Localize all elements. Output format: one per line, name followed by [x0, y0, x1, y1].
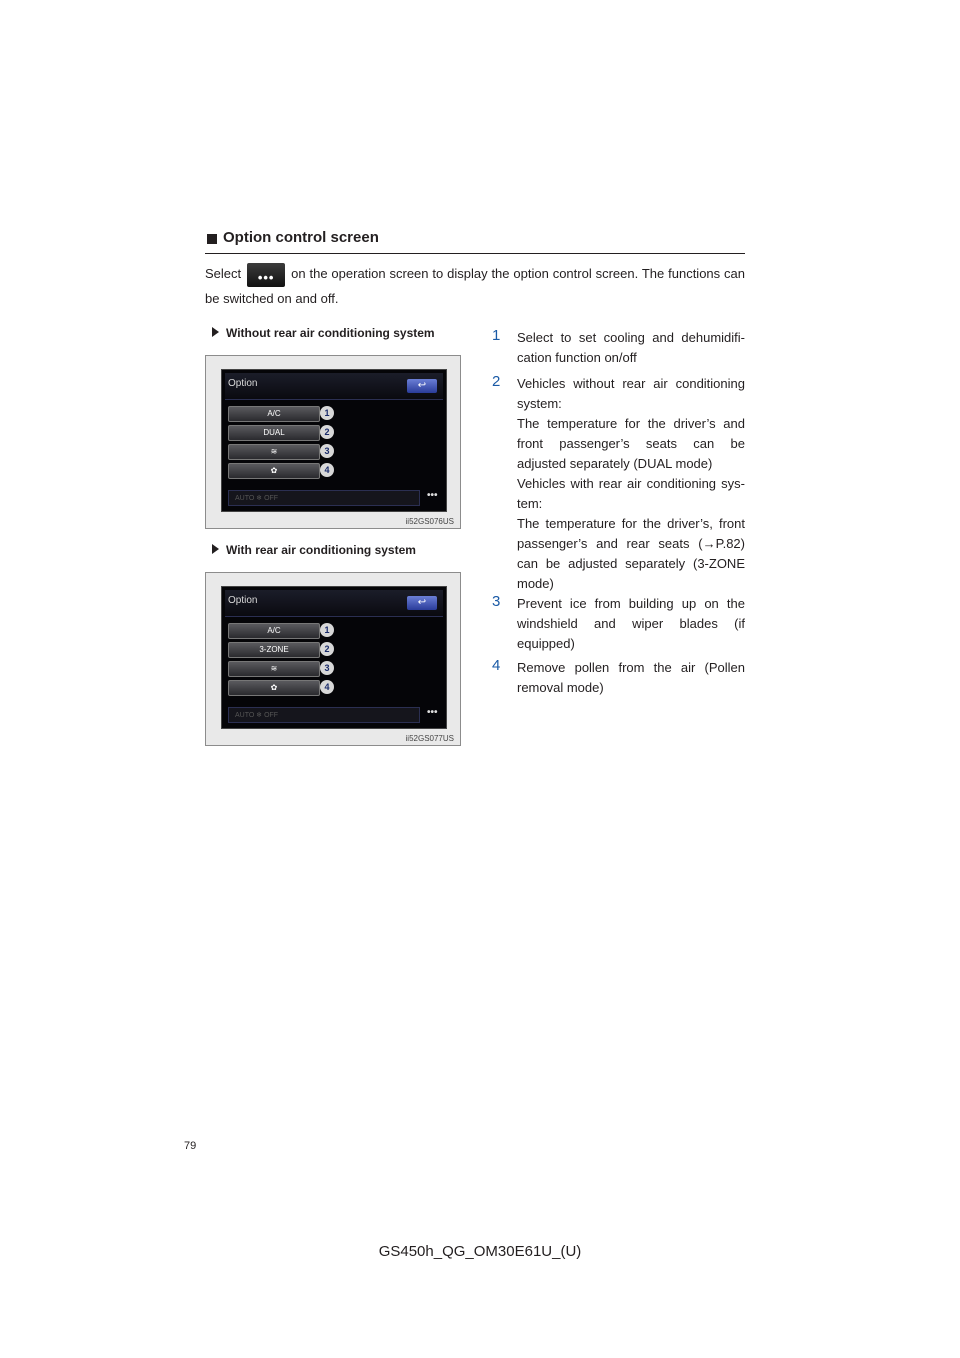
screen-titlebar: Option ↩ [225, 373, 443, 400]
option-screen: Option ↩ A/C 1 3-ZONE 2 ≋ 3 ✿ 4 AUTO ❄ O… [221, 586, 447, 729]
callout-2: 2 [320, 642, 334, 656]
square-bullet-icon [207, 234, 217, 244]
item-number: 4 [492, 657, 501, 674]
more-icon: ••• [427, 707, 438, 718]
bottom-bar: AUTO ❄ OFF [228, 707, 420, 723]
variant2-heading: With rear air conditioning system [212, 543, 416, 557]
variant2-heading-text: With rear air conditioning system [226, 543, 416, 557]
intro-paragraph: Select •••on the operation screen to disp… [205, 262, 745, 311]
dual-button: DUAL [228, 425, 320, 441]
triangle-bullet-icon [212, 544, 219, 554]
variant1-heading: Without rear air conditioning system [212, 326, 435, 340]
document-code: GS450h_QG_OM30E61U_(U) [378, 1243, 582, 1260]
explanation-item-1: 1 Select to set cooling and dehumidifi-c… [492, 327, 745, 368]
callout-3: 3 [320, 444, 334, 458]
item-line: Vehicles without rear air conditioning s… [517, 376, 745, 411]
back-button: ↩ [407, 379, 437, 393]
image-code: ii52GS077US [405, 734, 454, 743]
explanation-item-3: 3 Prevent ice from building up on the wi… [492, 593, 745, 654]
three-zone-button: 3-ZONE [228, 642, 320, 658]
ac-button: A/C [228, 406, 320, 422]
screen-title: Option [228, 595, 258, 606]
item-line: The temperature for the driver’s and fro… [517, 416, 745, 471]
screenshot-with-rear: Option ↩ A/C 1 3-ZONE 2 ≋ 3 ✿ 4 AUTO ❄ O… [205, 572, 461, 746]
pollen-button: ✿ [228, 463, 320, 479]
item-text: Remove pollen from the air (Pollen remov… [517, 660, 745, 695]
callout-3: 3 [320, 661, 334, 675]
intro-before: Select [205, 266, 242, 281]
triangle-bullet-icon [212, 327, 219, 337]
section-heading: Option control screen [205, 229, 745, 254]
wiper-deicer-button: ≋ [228, 661, 320, 677]
section-title: Option control screen [223, 229, 379, 246]
explanation-item-4: 4 Remove pollen from the air (Pollen rem… [492, 657, 745, 698]
pollen-button: ✿ [228, 680, 320, 696]
screen-title: Option [228, 378, 258, 389]
image-code: ii52GS076US [405, 517, 454, 526]
screenshot-without-rear: Option ↩ A/C 1 DUAL 2 ≋ 3 ✿ 4 AUTO ❄ OFF… [205, 355, 461, 529]
callout-4: 4 [320, 463, 334, 477]
callout-4: 4 [320, 680, 334, 694]
callout-2: 2 [320, 425, 334, 439]
item-number: 1 [492, 327, 501, 344]
item-text-block: Vehicles without rear air conditioning s… [517, 374, 745, 594]
wiper-deicer-button: ≋ [228, 444, 320, 460]
callout-1: 1 [320, 623, 334, 637]
item-text: Prevent ice from building up on the wind… [517, 596, 745, 651]
back-button: ↩ [407, 596, 437, 610]
more-icon: ••• [427, 490, 438, 501]
bottom-bar: AUTO ❄ OFF [228, 490, 420, 506]
option-button-glyph: ••• [257, 269, 275, 285]
item-line: The temperature for the driver’s, front … [517, 516, 745, 591]
variant1-heading-text: Without rear air conditioning system [226, 326, 435, 340]
item-line: Vehicles with rear air conditioning sys-… [517, 476, 745, 511]
callout-1: 1 [320, 406, 334, 420]
item-text: Select to set cooling and dehumidifi-cat… [517, 330, 745, 365]
page-number: 79 [184, 1140, 197, 1152]
intro-after: on the operation screen to display the o… [205, 266, 745, 306]
option-button-icon: ••• [247, 262, 286, 287]
item-number: 2 [492, 373, 501, 390]
screen-titlebar: Option ↩ [225, 590, 443, 617]
option-screen: Option ↩ A/C 1 DUAL 2 ≋ 3 ✿ 4 AUTO ❄ OFF… [221, 369, 447, 512]
ac-button: A/C [228, 623, 320, 639]
explanation-item-2: 2 Vehicles without rear air conditioning… [492, 373, 745, 594]
item-number: 3 [492, 593, 501, 610]
